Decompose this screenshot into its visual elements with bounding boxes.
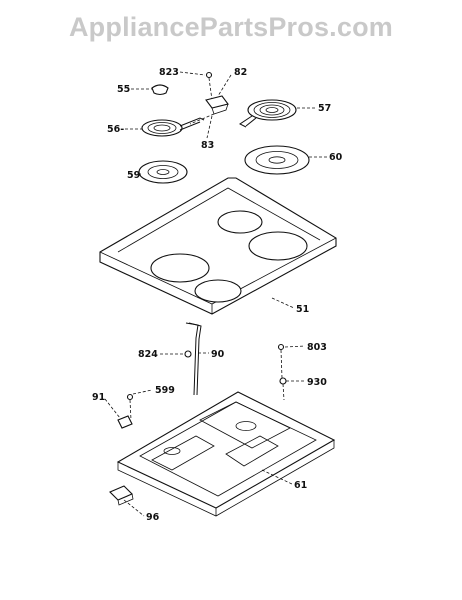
callout-61: 61 (294, 480, 307, 491)
lower-tray[interactable] (116, 391, 336, 517)
screw-803[interactable] (277, 343, 285, 379)
callout-82: 82 (234, 67, 247, 78)
callout-56: 56- (107, 124, 124, 135)
large-surface-element[interactable] (239, 99, 297, 128)
terminal-knob[interactable] (151, 84, 169, 96)
receptacle-bracket[interactable] (189, 95, 229, 125)
callout-96: 96 (146, 512, 160, 523)
support-rod[interactable] (185, 322, 202, 396)
leader-lines (104, 71, 327, 517)
callout-51: 51 (296, 304, 309, 315)
callout-803: 803 (307, 342, 327, 353)
callout-91: 91 (92, 392, 105, 403)
cooktop-panel[interactable] (99, 177, 337, 315)
callout-60: 60 (329, 152, 343, 163)
nut-824[interactable] (184, 350, 192, 358)
bracket-96[interactable] (109, 485, 134, 506)
small-drip-pan[interactable] (138, 160, 188, 184)
callout-83: 83 (201, 140, 214, 151)
callout-823: 823 (159, 67, 179, 78)
small-surface-element[interactable] (141, 117, 205, 137)
callout-599: 599 (155, 385, 175, 396)
screw-599[interactable] (126, 393, 134, 421)
clip-91[interactable] (117, 415, 133, 429)
callout-90: 90 (211, 349, 225, 360)
watermark-logo: AppliancePartsPros.com (68, 12, 393, 42)
callout-59: 59 (127, 170, 140, 181)
washer-930[interactable] (279, 377, 287, 401)
screw-823[interactable] (205, 71, 213, 101)
callout-824: 824 (138, 349, 158, 360)
large-drip-pan[interactable] (244, 145, 310, 175)
callout-57: 57 (318, 103, 331, 114)
callout-55: 55 (117, 84, 130, 95)
callout-930: 930 (307, 377, 327, 388)
